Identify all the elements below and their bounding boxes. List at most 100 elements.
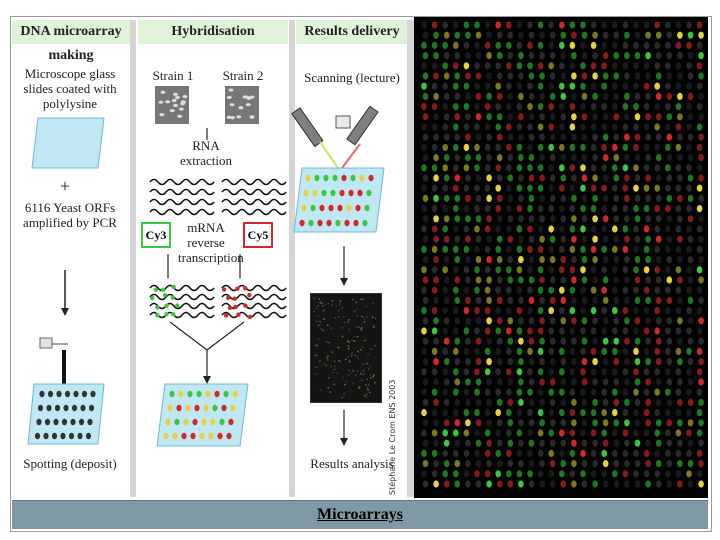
array-spot (516, 205, 523, 213)
array-spot (539, 398, 545, 406)
array-spot (465, 215, 471, 223)
array-spot (696, 245, 703, 253)
array-spot (539, 296, 545, 304)
array-spot (675, 347, 682, 355)
array-spot (590, 41, 597, 49)
array-spot (453, 164, 459, 172)
array-spot (677, 358, 683, 366)
thumb-dot (331, 351, 334, 354)
array-spot (571, 31, 577, 39)
array-spot (655, 113, 662, 121)
array-spot (506, 123, 512, 131)
array-spot (422, 398, 429, 406)
array-spot (549, 174, 556, 182)
array-spot (571, 337, 577, 345)
array-spot (687, 174, 694, 182)
array-spot (527, 205, 533, 213)
array-spot (549, 52, 556, 60)
array-spot (634, 215, 641, 223)
slide-spot (357, 189, 363, 197)
array-spot (645, 317, 651, 325)
array-spot (474, 143, 480, 151)
cy5-dye (235, 286, 240, 291)
array-spot (539, 154, 545, 162)
array-spot (580, 409, 586, 417)
array-spot (665, 409, 671, 417)
array-spot (590, 388, 597, 396)
array-spot (675, 409, 682, 417)
slide-spot (46, 404, 52, 412)
array-spot (569, 388, 576, 396)
array-spot (666, 31, 673, 39)
cell-blob (177, 114, 183, 118)
array-spot (495, 266, 501, 274)
array-spot (486, 419, 492, 427)
array-spot (590, 449, 597, 457)
array-spot (602, 31, 609, 39)
array-spot (463, 266, 470, 274)
array-spot (431, 327, 438, 335)
array-spot (539, 31, 545, 39)
array-spot (496, 194, 503, 202)
array-spot (486, 439, 492, 447)
thumb-dot (367, 388, 369, 391)
array-spot (698, 317, 704, 325)
array-spot (548, 164, 554, 172)
array-spot (686, 429, 692, 437)
array-spot (698, 31, 704, 39)
array-spot (613, 133, 620, 141)
array-spot (622, 205, 629, 213)
array-spot (696, 143, 703, 151)
thumb-dot (363, 394, 365, 397)
scan-result-thumbnail (310, 293, 382, 403)
slide-spot (348, 189, 354, 197)
thumb-dot (366, 362, 369, 365)
array-spot (518, 378, 524, 386)
array-spot (590, 184, 597, 192)
array-spot (634, 337, 641, 345)
slide-spot (332, 174, 338, 182)
array-spot (698, 154, 704, 162)
array-spot (675, 449, 682, 457)
array-spot (675, 266, 682, 274)
array-spot (612, 307, 618, 315)
array-spot (654, 409, 660, 417)
array-spot (580, 388, 586, 396)
array-spot (580, 307, 586, 315)
array-spot (442, 41, 448, 49)
array-spot (528, 72, 535, 80)
array-spot (622, 82, 629, 90)
array-spot (518, 113, 524, 121)
array-spot (602, 154, 609, 162)
thumb-dot (372, 324, 375, 327)
array-spot (465, 296, 471, 304)
array-spot (465, 52, 471, 60)
array-spot (686, 225, 692, 233)
array-spot (528, 194, 535, 202)
cell-blob (236, 115, 242, 119)
array-spot (634, 235, 641, 243)
thumb-dot (372, 302, 375, 305)
cy5-dye (227, 305, 233, 311)
array-spot (665, 388, 671, 396)
array-spot (675, 123, 682, 131)
array-spot (602, 398, 609, 406)
cy3-dye (155, 313, 160, 318)
array-spot (634, 480, 641, 488)
thumb-dot (338, 303, 341, 306)
thumb-dot (363, 369, 366, 372)
array-spot (559, 409, 565, 417)
header-hybridisation: Hybridisation (138, 20, 288, 44)
array-spot (475, 398, 482, 406)
array-spot (675, 470, 682, 478)
array-spot (474, 164, 480, 172)
array-spot (475, 296, 482, 304)
array-spot (677, 296, 683, 304)
array-spot (571, 52, 577, 60)
cell-blob (249, 115, 255, 119)
array-spot (686, 449, 692, 457)
array-spot (590, 205, 597, 213)
array-spot (559, 21, 565, 29)
array-spot (569, 123, 576, 131)
array-spot (528, 31, 535, 39)
